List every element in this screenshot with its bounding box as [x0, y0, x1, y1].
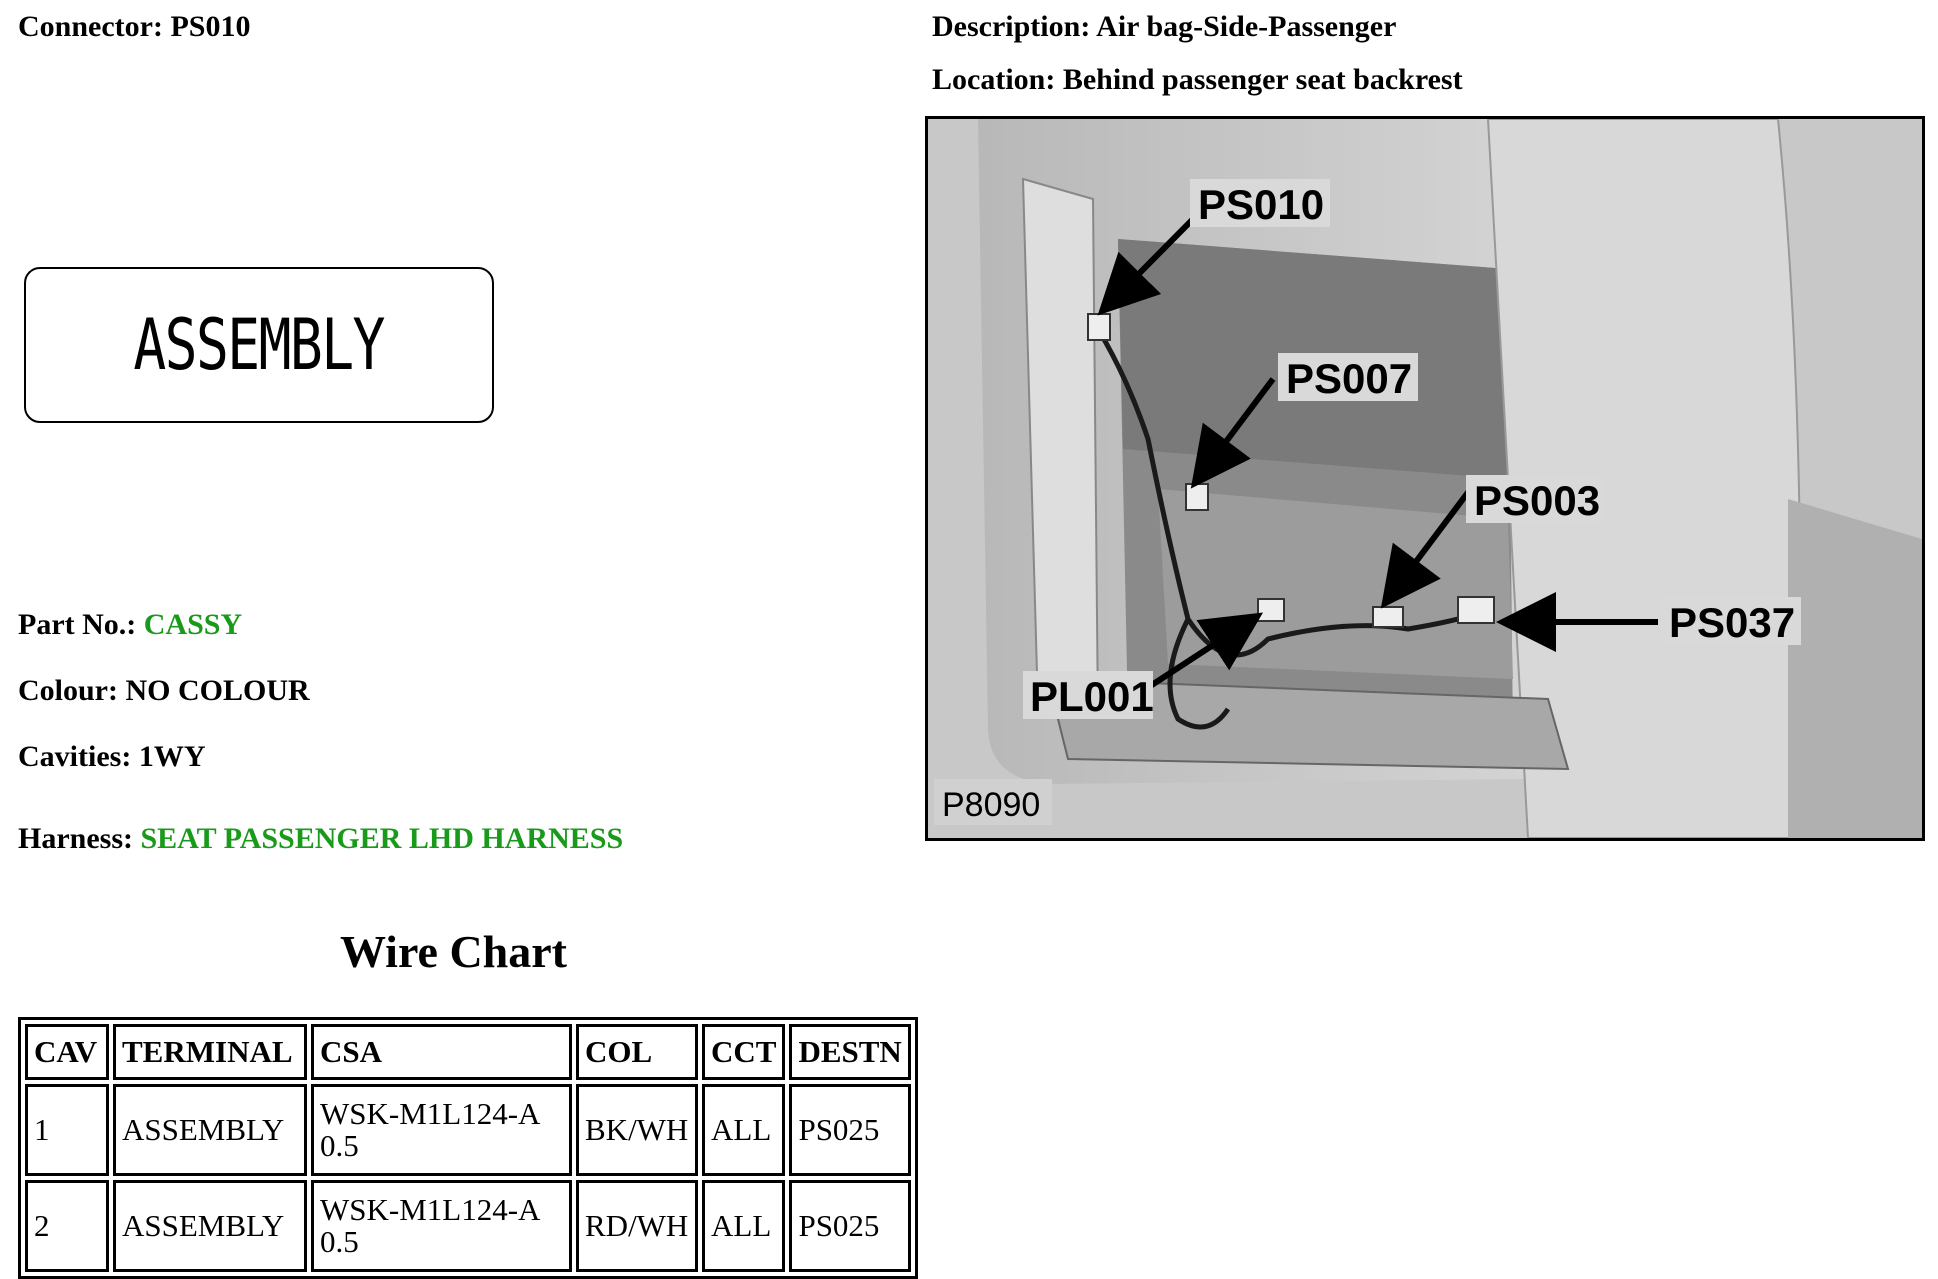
location-value: Behind passenger seat backrest: [1062, 63, 1463, 96]
table-row: 2 ASSEMBLY WSK-M1L124-A 0.5 RD/WH ALL PS…: [25, 1180, 911, 1272]
header-csa: CSA: [311, 1024, 572, 1080]
header-destn: DESTN: [789, 1024, 911, 1080]
table-header-row: CAV TERMINAL CSA COL CCT DESTN: [25, 1024, 911, 1080]
cell-col: BK/WH: [576, 1084, 698, 1176]
harness-wire-branch: [1167, 617, 1231, 730]
cell-cav: 2: [25, 1180, 109, 1272]
description-label: Description:: [932, 10, 1091, 43]
lower-panel: [1158, 489, 1513, 679]
cell-csa: WSK-M1L124-A 0.5: [311, 1084, 572, 1176]
seat-rail: [1046, 677, 1570, 771]
connector-ps003: [1372, 606, 1404, 628]
header-col: COL: [576, 1024, 698, 1080]
figure-id: P8090: [942, 786, 1040, 824]
cell-cav: 1: [25, 1084, 109, 1176]
connector-face-label: ASSEMBLY: [133, 304, 386, 386]
callout-ps003: PS003: [1474, 477, 1600, 524]
arrow-ps010: [1097, 211, 1201, 316]
cell-cct: ALL: [702, 1180, 786, 1272]
header-cct: CCT: [702, 1024, 786, 1080]
connector-face-diagram: ASSEMBLY: [24, 267, 494, 423]
cell-csa-size: 0.5: [320, 1224, 359, 1259]
cell-destn: PS025: [789, 1084, 911, 1176]
part-no-line: Part No.: CASSY: [18, 608, 242, 642]
cell-csa: WSK-M1L124-A 0.5: [311, 1180, 572, 1272]
arrow-ps003: [1380, 477, 1481, 609]
cavities-value: 1WY: [138, 740, 206, 773]
callout-bg-ps007: [1278, 353, 1418, 401]
callout-bg-ps010: [1190, 179, 1330, 227]
callout-pl001: PL001: [1030, 673, 1154, 720]
callout-ps037: PS037: [1669, 599, 1795, 646]
location-label: Location:: [932, 63, 1056, 96]
cell-csa-spec: WSK-M1L124-A: [320, 1192, 541, 1227]
cavities-line: Cavities: 1WY: [18, 740, 205, 774]
harness-link[interactable]: SEAT PASSENGER LHD HARNESS: [140, 822, 624, 855]
seat-illustration: PS010 PS007 PS003 PS037 PL001 P8090: [928, 119, 1922, 838]
arrow-pl001: [1136, 612, 1264, 697]
callout-bg-ps037: [1661, 597, 1801, 645]
table-row: 1 ASSEMBLY WSK-M1L124-A 0.5 BK/WH ALL PS…: [25, 1084, 911, 1176]
seat-cushion: [1788, 499, 1922, 838]
colour-label: Colour:: [18, 674, 118, 707]
location-photo: PS010 PS007 PS003 PS037 PL001 P8090: [925, 116, 1925, 841]
wire-chart-table: CAV TERMINAL CSA COL CCT DESTN 1 ASSEMBL…: [18, 1017, 918, 1279]
callout-ps007: PS007: [1286, 355, 1412, 402]
part-no-link[interactable]: CASSY: [143, 608, 243, 641]
connector-pl001: [1257, 598, 1285, 622]
header-cav: CAV: [25, 1024, 109, 1080]
figure-id-bg: [934, 779, 1052, 825]
connector-ps010: [1087, 313, 1111, 341]
colour-line: Colour: NO COLOUR: [18, 674, 310, 708]
cell-csa-spec: WSK-M1L124-A: [320, 1096, 541, 1131]
arrow-ps007: [1190, 377, 1276, 489]
harness-line: Harness: SEAT PASSENGER LHD HARNESS: [18, 822, 623, 856]
cell-terminal: ASSEMBLY: [113, 1084, 307, 1176]
part-no-label: Part No.:: [18, 608, 137, 641]
connector-ps037: [1457, 596, 1495, 624]
colour-value: NO COLOUR: [125, 674, 310, 707]
connector-value: PS010: [170, 10, 251, 43]
cell-terminal: ASSEMBLY: [113, 1180, 307, 1272]
header-terminal: TERMINAL: [113, 1024, 307, 1080]
callout-bg-pl001: [1023, 671, 1153, 719]
callout-bg-ps003: [1466, 475, 1606, 523]
cell-csa-size: 0.5: [320, 1128, 359, 1163]
connector-line: Connector: PS010: [18, 10, 250, 44]
description-value: Air bag-Side-Passenger: [1096, 10, 1397, 43]
connector-label: Connector:: [18, 10, 163, 43]
description-line: Description: Air bag-Side-Passenger: [932, 10, 1396, 44]
callout-ps010: PS010: [1198, 181, 1324, 228]
harness-label: Harness:: [18, 822, 133, 855]
connector-ps007: [1185, 483, 1209, 511]
cavities-label: Cavities:: [18, 740, 132, 773]
location-line: Location: Behind passenger seat backrest: [932, 63, 1463, 97]
cell-cct: ALL: [702, 1084, 786, 1176]
cell-destn: PS025: [789, 1180, 911, 1272]
wire-chart-title: Wire Chart: [340, 926, 567, 977]
cell-col: RD/WH: [576, 1180, 698, 1272]
